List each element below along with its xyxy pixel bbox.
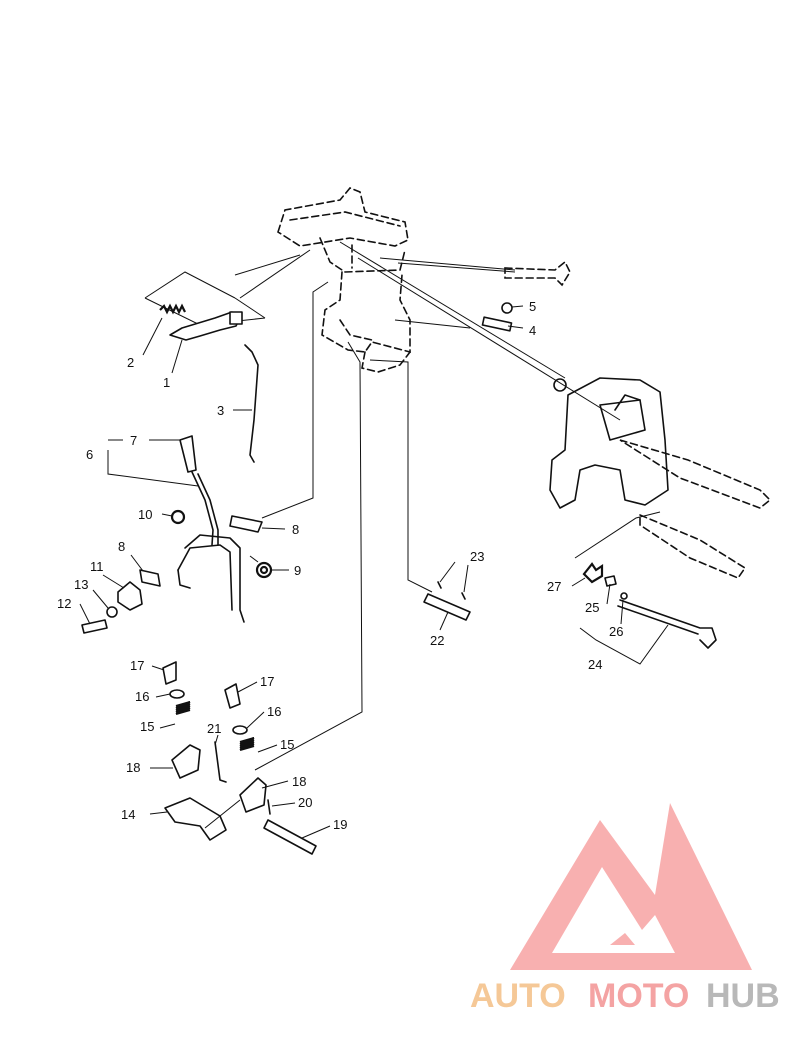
part-17-cap-left: [162, 661, 177, 685]
callout-15-right: 15: [280, 737, 294, 752]
callout-13: 13: [74, 577, 88, 592]
callout-18-left: 18: [126, 760, 140, 775]
callout-12: 12: [57, 596, 71, 611]
callout-17-left: 17: [130, 658, 144, 673]
callout-7: 7: [130, 433, 137, 448]
part-3-rod: [244, 344, 259, 463]
part-12-bolt: [81, 619, 108, 634]
part-17-cap-right: [224, 683, 241, 709]
part-16-washer-left: [169, 689, 185, 699]
part-25-clip: [604, 575, 617, 587]
part-11-plate: [117, 581, 143, 611]
callout-14: 14: [121, 807, 135, 822]
callout-8-upper: 8: [292, 522, 299, 537]
part-10-spring: [170, 509, 186, 525]
callout-5: 5: [529, 299, 536, 314]
callout-11: 11: [90, 559, 104, 574]
part-2-spring: [159, 303, 186, 315]
clamp-bracket: [549, 377, 669, 509]
callout-16-left: 16: [135, 689, 149, 704]
part-21-pin: [214, 741, 227, 783]
part-14-lever: [164, 797, 227, 841]
part-27-grommet: [582, 562, 604, 584]
leader-lines: [79, 305, 669, 839]
callout-26: 26: [609, 624, 623, 639]
part-6-lever: [177, 471, 245, 623]
callout-24: 24: [588, 657, 602, 672]
callout-23: 23: [470, 549, 484, 564]
part-26-pin: [620, 592, 628, 600]
part-1-lever: [169, 311, 243, 341]
logo-word-hub: HUB: [706, 977, 780, 1015]
part-4-bolt: [481, 316, 513, 332]
callout-21: 21: [207, 721, 221, 736]
upper-bolt-dashed: [504, 260, 571, 287]
callout-20: 20: [298, 795, 312, 810]
part-8-pin-lower: [139, 569, 161, 587]
part-22-pin: [423, 593, 471, 621]
callout-1: 1: [163, 375, 170, 390]
callout-labels: 2 1 3 4 5 6 7 8 8 9 10 11 12 13 14 15 15…: [57, 299, 623, 832]
part-19-shaft: [263, 819, 317, 855]
part-18-link-left: [171, 744, 201, 779]
part-8-pin-upper: [229, 515, 263, 533]
callout-17-right: 17: [260, 674, 274, 689]
callout-18-right: 18: [292, 774, 306, 789]
callout-3: 3: [217, 403, 224, 418]
part-15-spring-left: [175, 700, 191, 716]
part-18-link-right: [239, 777, 267, 813]
callout-8-lower: 8: [118, 539, 125, 554]
callout-2: 2: [127, 355, 134, 370]
callout-16-right: 16: [267, 704, 281, 719]
part-15-spring-right: [239, 736, 255, 752]
part-5-nut: [501, 302, 513, 314]
part-20-pin: [267, 799, 271, 815]
part-1-box: [144, 271, 266, 326]
callout-4: 4: [529, 323, 536, 338]
part-24-rod: [617, 599, 717, 649]
swivel-bracket: [277, 187, 411, 373]
clamp-bolts-dashed: [619, 439, 772, 579]
part-24-guide: [574, 511, 661, 559]
callout-15-left: 15: [140, 719, 154, 734]
callout-22: 22: [430, 633, 444, 648]
part-13-washer: [106, 606, 118, 618]
callout-25: 25: [585, 600, 599, 615]
callout-10: 10: [138, 507, 152, 522]
logo-word-auto: AUTO: [470, 977, 566, 1015]
lower-guide-lines: [204, 799, 241, 829]
automotohub-logo: AUTO MOTO HUB: [470, 803, 780, 1015]
part-16-washer-right: [232, 725, 248, 735]
logo-word-moto: MOTO: [588, 977, 689, 1015]
callout-6: 6: [86, 447, 93, 462]
callout-27: 27: [547, 579, 561, 594]
callout-19: 19: [333, 817, 347, 832]
callout-9: 9: [294, 563, 301, 578]
logo-triangle-icon: [510, 803, 752, 970]
assembly-guide-lines: [234, 241, 621, 771]
part-23-clips: [437, 581, 466, 600]
part-9-spring: [249, 555, 273, 579]
part-7-grip: [179, 435, 197, 473]
